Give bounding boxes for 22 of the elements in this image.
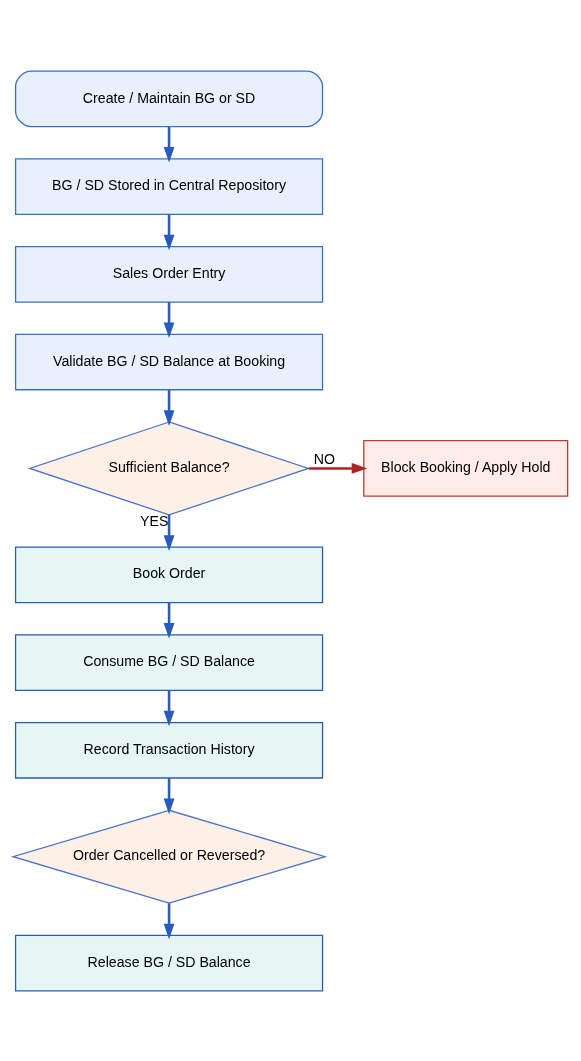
node-box: Validate BG / SD Balance at Booking — [14, 333, 324, 390]
node-box: Release BG / SD Balance — [14, 934, 324, 991]
node-box: Consume BG / SD Balance — [14, 633, 324, 691]
arrow — [163, 301, 175, 338]
node-box: Record Transaction History — [14, 721, 324, 779]
arrow — [163, 213, 175, 250]
node-box: Create / Maintain BG or SD — [14, 70, 324, 127]
arrow — [163, 902, 175, 939]
arrow — [163, 514, 175, 551]
arrow — [163, 777, 175, 814]
arrow — [163, 126, 175, 162]
arrow — [308, 462, 368, 474]
node-box: Book Order — [14, 545, 324, 603]
node-diamond: Sufficient Balance? — [27, 420, 311, 516]
node-box: BG / SD Stored in Central Repository — [14, 157, 324, 215]
arrow — [163, 602, 175, 638]
arrow — [163, 689, 175, 726]
edge-label: NO — [313, 450, 336, 467]
node-box: Block Booking / Apply Hold — [363, 439, 569, 497]
node-diamond: Order Cancelled or Reversed? — [10, 809, 328, 904]
arrow — [163, 389, 175, 426]
node-box: Sales Order Entry — [14, 245, 324, 303]
